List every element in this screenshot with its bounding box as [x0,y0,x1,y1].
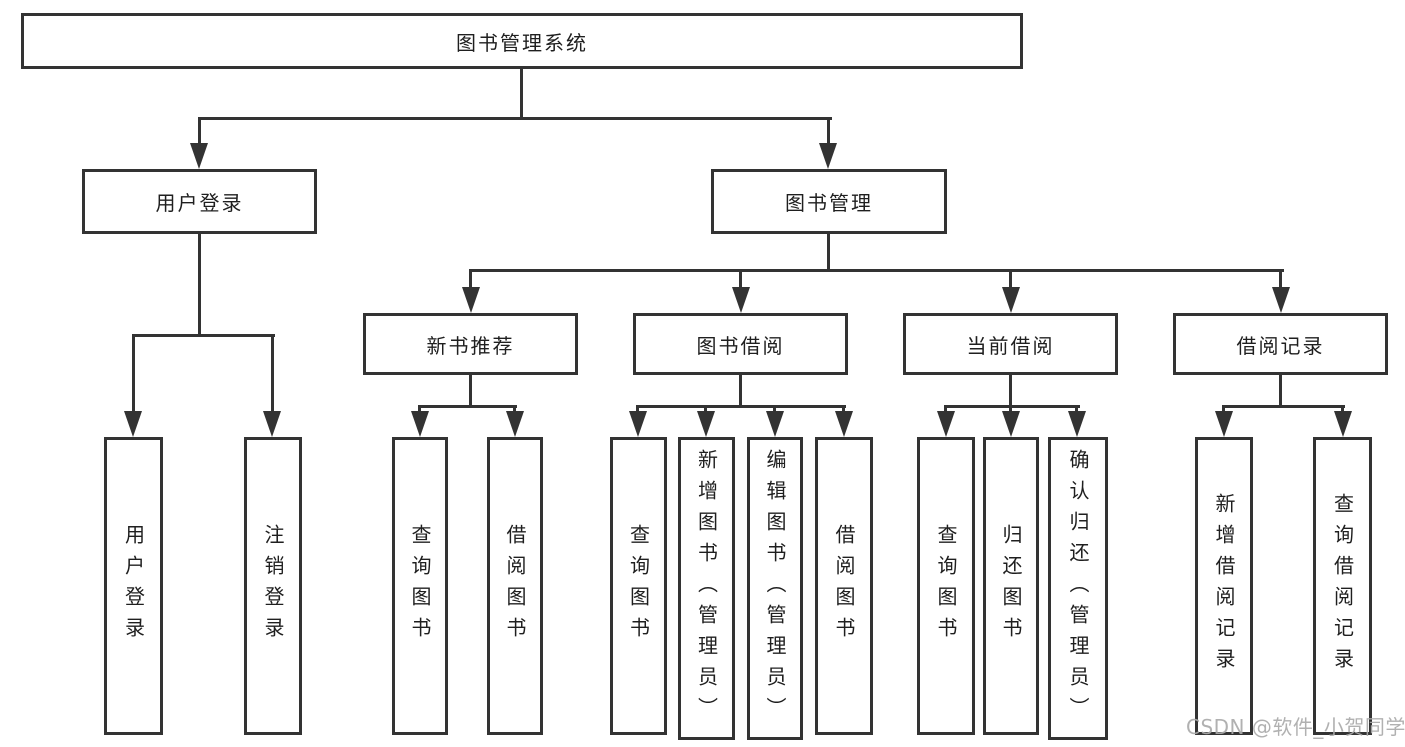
arrow-down-icon [629,411,647,437]
connector-book-borrow-shaft-1 [636,405,639,413]
node-book-borrow-label: 图书借阅 [696,333,785,358]
connector-book-mgmt-shaft-2 [739,269,742,289]
connector-book-borrow-stem [739,375,742,406]
leaf-confirm-return-admin: 确认归还（管理员） [1048,437,1108,740]
node-current-borrow: 当前借阅 [903,313,1118,375]
arrow-down-icon [732,287,750,313]
leaf-query-books-3: 查询图书 [917,437,975,735]
connector-new-book-shaft-2 [513,405,516,413]
leaf-add-book-admin-label: 新增图书（管理员） [694,449,719,728]
connector-borrow-records-branch [1222,405,1345,408]
connector-book-mgmt-shaft-4 [1279,269,1282,289]
leaf-query-books-1-label: 查询图书 [408,524,432,648]
connector-current-borrow-branch [944,405,1080,408]
node-user-login: 用户登录 [82,169,317,234]
leaf-query-books-2: 查询图书 [610,437,667,735]
connector-user-login-shaft-1 [132,334,135,412]
node-root-label: 图书管理系统 [456,30,588,55]
leaf-user-login: 用户登录 [104,437,163,735]
leaf-confirm-return-admin-label: 确认归还（管理员） [1066,449,1090,728]
leaf-borrow-books-2-label: 借阅图书 [832,524,856,648]
connector-root-stem [520,69,523,118]
leaf-query-borrow-record-label: 查询借阅记录 [1330,493,1355,679]
connector-current-borrow-stem [1009,375,1012,406]
arrow-down-icon [411,411,429,437]
connector-current-borrow-shaft-2 [1009,405,1012,413]
leaf-user-login-label: 用户登录 [121,524,146,648]
leaf-query-books-3-label: 查询图书 [934,524,958,648]
arrow-down-icon [1002,287,1020,313]
connector-book-borrow-shaft-3 [773,405,776,413]
leaf-borrow-books-1-label: 借阅图书 [503,524,527,648]
node-borrow-records: 借阅记录 [1173,313,1388,375]
node-user-login-label: 用户登录 [155,191,244,215]
node-current-borrow-label: 当前借阅 [966,333,1055,358]
leaf-edit-book-admin-label: 编辑图书（管理员） [763,449,787,728]
node-borrow-records-label: 借阅记录 [1236,333,1325,358]
node-new-book-recommend-label: 新书推荐 [426,333,515,358]
connector-book-mgmt-stem [827,234,830,272]
connector-current-borrow-shaft-3 [1075,405,1078,413]
leaf-add-borrow-record: 新增借阅记录 [1195,437,1253,735]
arrow-down-icon [263,411,281,437]
leaf-query-books-1: 查询图书 [392,437,448,735]
node-book-management-label: 图书管理 [785,191,873,215]
connector-borrow-records-stem [1279,375,1282,406]
arrow-down-icon [766,411,784,437]
arrow-down-icon [1334,411,1352,437]
node-book-borrow: 图书借阅 [633,313,848,375]
connector-user-login-branch [132,334,275,337]
arrow-down-icon [697,411,715,437]
leaf-query-books-2-label: 查询图书 [626,524,651,648]
node-root: 图书管理系统 [21,13,1023,69]
connector-book-mgmt-branch [469,269,1284,272]
connector-book-mgmt-shaft-1 [469,269,472,289]
arrow-down-icon [1215,411,1233,437]
watermark-csdn: CSDN @软件_小贺同学 [1186,715,1405,739]
arrow-down-icon [1068,411,1086,437]
arrow-down-icon [937,411,955,437]
leaf-edit-book-admin: 编辑图书（管理员） [747,437,803,740]
leaf-logout: 注销登录 [244,437,302,735]
connector-user-login-stem [198,234,201,335]
arrow-down-icon [835,411,853,437]
leaf-borrow-books-2: 借阅图书 [815,437,873,735]
connector-user-login-shaft-2 [271,334,274,412]
leaf-logout-label: 注销登录 [261,524,285,648]
arrow-down-icon [1002,411,1020,437]
node-new-book-recommend: 新书推荐 [363,313,578,375]
arrow-down-icon [1272,287,1290,313]
leaf-return-book: 归还图书 [983,437,1039,735]
connector-book-borrow-shaft-4 [842,405,845,413]
arrow-down-icon [190,143,208,169]
connector-book-mgmt-shaft-3 [1009,269,1012,289]
arrow-down-icon [462,287,480,313]
connector-new-book-branch [418,405,517,408]
connector-borrow-records-shaft-2 [1341,405,1344,413]
leaf-return-book-label: 归还图书 [999,524,1023,648]
arrow-down-icon [506,411,524,437]
connector-book-borrow-shaft-2 [704,405,707,413]
connector-current-borrow-shaft-1 [944,405,947,413]
connector-root-to-book-mgmt-shaft [827,117,830,144]
leaf-borrow-books-1: 借阅图书 [487,437,543,735]
connector-new-book-stem [469,375,472,406]
connector-root-branch [198,117,832,120]
node-book-management: 图书管理 [711,169,947,234]
leaf-add-borrow-record-label: 新增借阅记录 [1212,493,1236,679]
arrow-down-icon [124,411,142,437]
connector-new-book-shaft-1 [418,405,421,413]
leaf-query-borrow-record: 查询借阅记录 [1313,437,1372,735]
leaf-add-book-admin: 新增图书（管理员） [678,437,735,740]
connector-borrow-records-shaft-1 [1222,405,1225,413]
connector-book-borrow-branch [636,405,846,408]
arrow-down-icon [819,143,837,169]
connector-root-to-user-login-shaft [198,117,201,144]
